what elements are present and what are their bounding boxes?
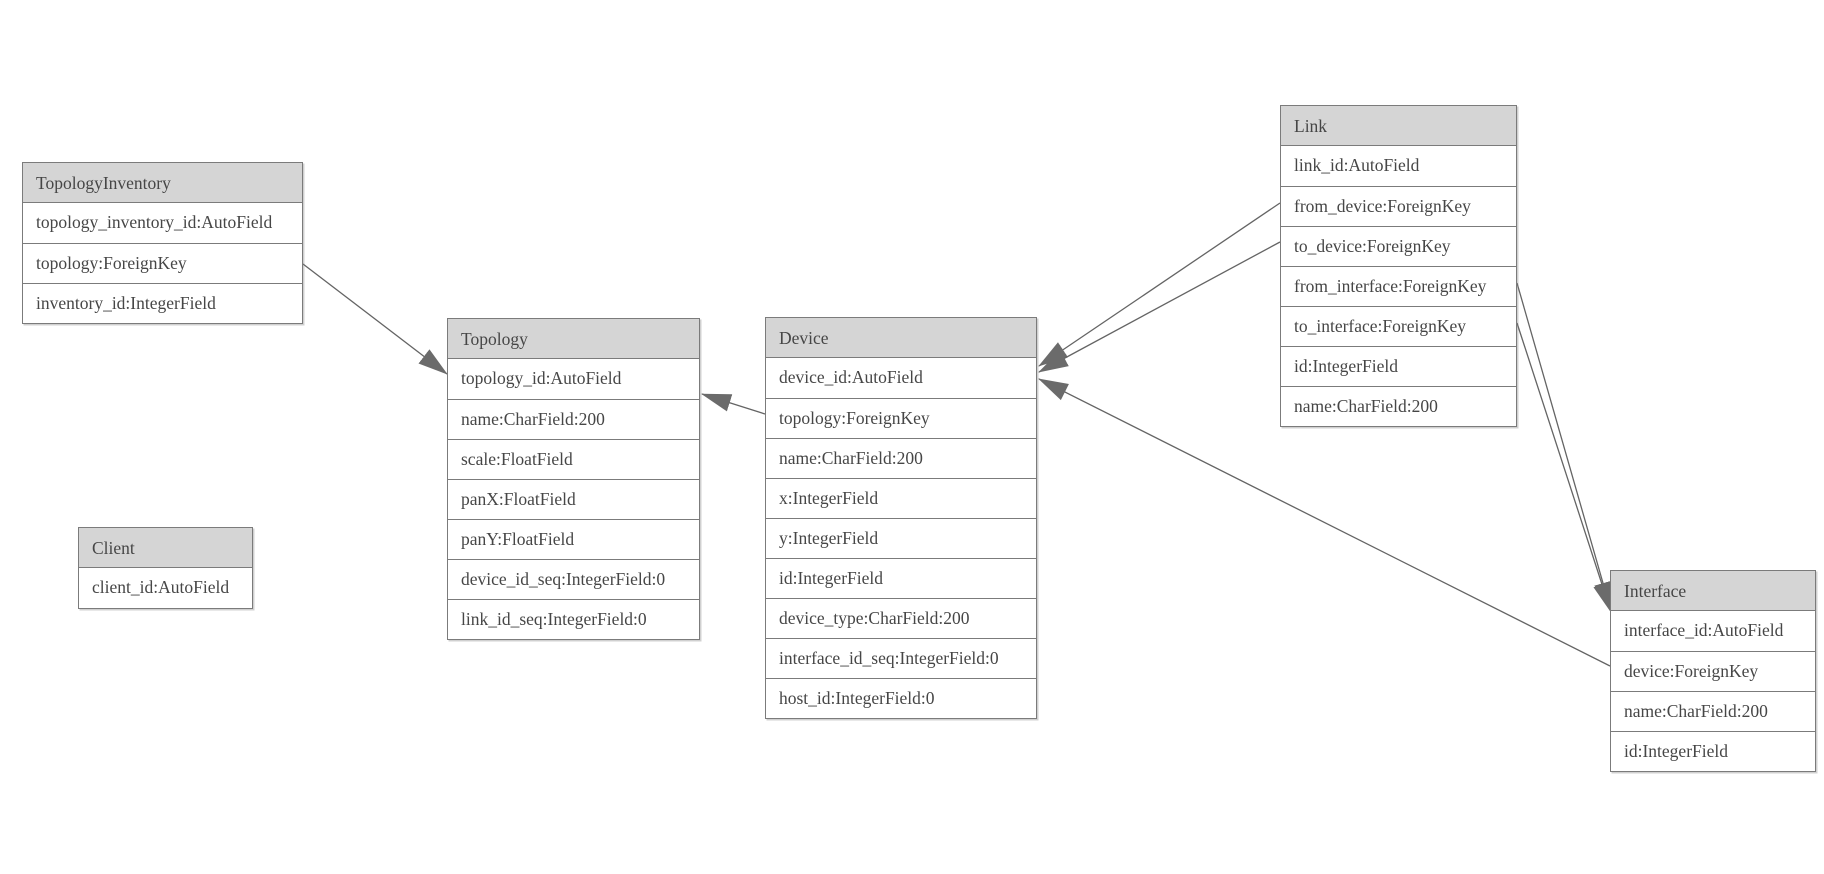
edge-link-to_device-to-device <box>1038 241 1281 373</box>
field-id: id:IntegerField <box>1611 731 1815 771</box>
field-topology: topology:ForeignKey <box>23 243 302 283</box>
field-interface-id-seq: interface_id_seq:IntegerField:0 <box>766 638 1036 678</box>
field-client-id: client_id:AutoField <box>79 568 252 608</box>
field-to-device: to_device:ForeignKey <box>1281 226 1516 266</box>
field-interface-id: interface_id:AutoField <box>1611 611 1815 651</box>
field-link-id-seq: link_id_seq:IntegerField:0 <box>448 599 699 639</box>
edge-topologyinventory-topology-to-topology <box>302 263 448 375</box>
field-to-interface: to_interface:ForeignKey <box>1281 306 1516 346</box>
table-title: Topology <box>448 319 699 359</box>
field-panY: panY:FloatField <box>448 519 699 559</box>
field-x: x:IntegerField <box>766 478 1036 518</box>
field-name: name:CharField:200 <box>1611 691 1815 731</box>
field-device-id: device_id:AutoField <box>766 358 1036 398</box>
edges-group <box>302 202 1612 667</box>
field-panX: panX:FloatField <box>448 479 699 519</box>
edge-device-topology-to-topology <box>701 393 766 415</box>
table-title: Device <box>766 318 1036 358</box>
field-from-device: from_device:ForeignKey <box>1281 186 1516 226</box>
field-from-interface: from_interface:ForeignKey <box>1281 266 1516 306</box>
field-topology: topology:ForeignKey <box>766 398 1036 438</box>
field-name: name:CharField:200 <box>1281 386 1516 426</box>
field-name: name:CharField:200 <box>766 438 1036 478</box>
field-list: client_id:AutoField <box>79 568 252 608</box>
edge-link-from_interface-to-interface <box>1516 282 1612 612</box>
field-inventory-id: inventory_id:IntegerField <box>23 283 302 323</box>
field-link-id: link_id:AutoField <box>1281 146 1516 186</box>
field-host-id: host_id:IntegerField:0 <box>766 678 1036 718</box>
field-device: device:ForeignKey <box>1611 651 1815 691</box>
field-device-id-seq: device_id_seq:IntegerField:0 <box>448 559 699 599</box>
table-title: TopologyInventory <box>23 163 302 203</box>
table-topology-inventory: TopologyInventory topology_inventory_id:… <box>22 162 303 324</box>
field-device-type: device_type:CharField:200 <box>766 598 1036 638</box>
field-topology-id: topology_id:AutoField <box>448 359 699 399</box>
table-title: Client <box>79 528 252 568</box>
field-y: y:IntegerField <box>766 518 1036 558</box>
table-title: Interface <box>1611 571 1815 611</box>
field-id: id:IntegerField <box>766 558 1036 598</box>
field-scale: scale:FloatField <box>448 439 699 479</box>
field-name: name:CharField:200 <box>448 399 699 439</box>
field-id: id:IntegerField <box>1281 346 1516 386</box>
table-title: Link <box>1281 106 1516 146</box>
edge-link-to_interface-to-interface <box>1516 322 1612 613</box>
edge-interface-device-to-device <box>1038 378 1611 667</box>
table-client: Client client_id:AutoField <box>78 527 253 609</box>
edge-link-from_device-to-device <box>1038 202 1281 367</box>
field-topology-inventory-id: topology_inventory_id:AutoField <box>23 203 302 243</box>
